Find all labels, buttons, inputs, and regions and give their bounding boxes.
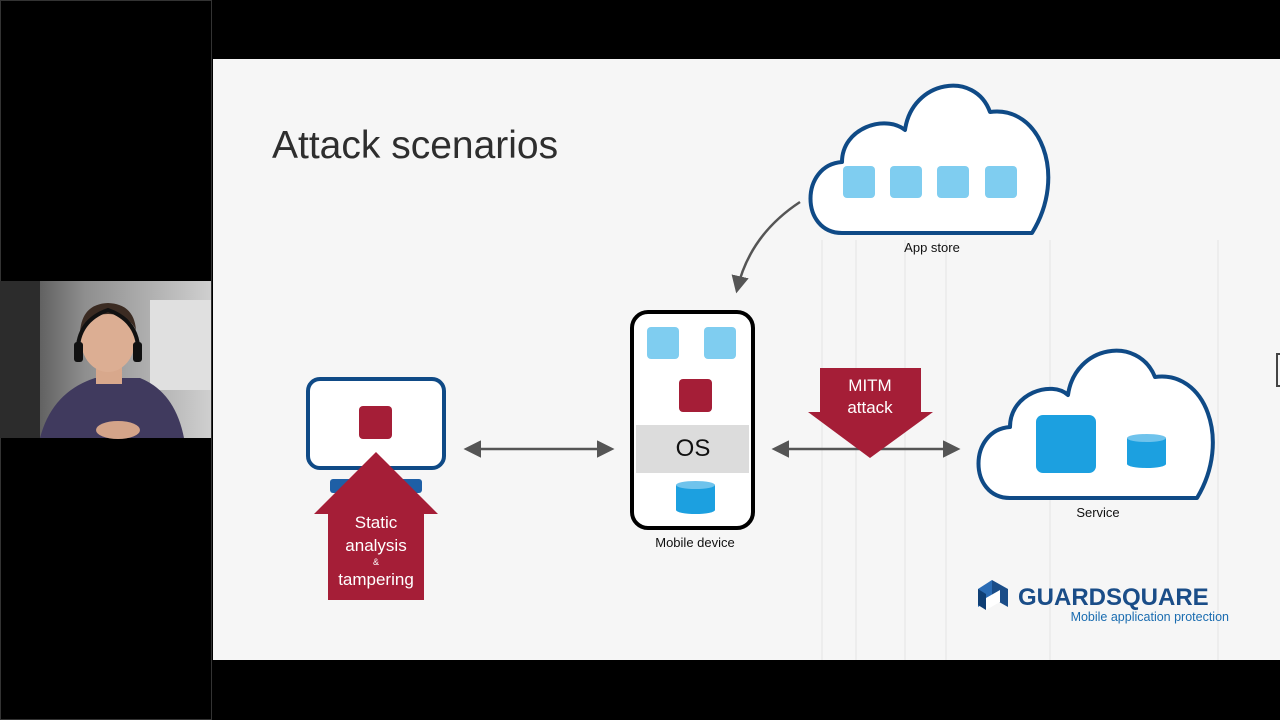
mitm-attack-arrow [808, 368, 933, 458]
protected-app-icon [679, 379, 712, 412]
os-band [636, 425, 749, 473]
presenter-body-icon [40, 378, 184, 438]
service-app-icon [1036, 415, 1096, 473]
slide-title: Attack scenarios [272, 124, 558, 167]
mobile-device-icon [630, 310, 755, 530]
mitm-line1: MITM [848, 376, 891, 395]
mitm-line2: attack [847, 398, 893, 417]
static-analysis-line2: analysis [345, 536, 406, 555]
app-binary-icon [359, 406, 392, 439]
service-cloud-icon [976, 348, 1215, 500]
guardsquare-logo: GUARDSQUARE Mobile application protectio… [978, 580, 1229, 624]
mobile-device-label: Mobile device [655, 535, 735, 550]
store-app-icon [890, 166, 922, 198]
store-app-icon [985, 166, 1017, 198]
brand-name: GUARDSQUARE [1018, 584, 1209, 611]
os-label: OS [676, 435, 711, 462]
static-analysis-amp: & [373, 557, 379, 567]
app-store-label: App store [904, 240, 960, 255]
service-label: Service [1076, 505, 1119, 520]
download-arrow [731, 200, 801, 294]
device-app-icon [647, 327, 679, 359]
static-analysis-arrow [314, 452, 438, 600]
device-database-icon [676, 481, 715, 514]
static-analysis-line1: Static [355, 513, 398, 532]
guardsquare-logo-icon [978, 580, 1008, 610]
presenter-hands-icon [96, 421, 140, 439]
service-database-icon [1127, 434, 1166, 468]
store-app-icon [843, 166, 875, 198]
headset-icon [75, 307, 141, 361]
app-store-cloud-icon [808, 83, 1051, 235]
brand-tagline: Mobile application protection [1071, 610, 1229, 624]
device-app-icon [704, 327, 736, 359]
presenter-face-icon [81, 308, 135, 372]
webcam-thumbnail[interactable] [0, 281, 211, 439]
static-analysis-line3: tampering [338, 570, 414, 589]
offscreen-element [1276, 353, 1280, 387]
store-app-icon [937, 166, 969, 198]
